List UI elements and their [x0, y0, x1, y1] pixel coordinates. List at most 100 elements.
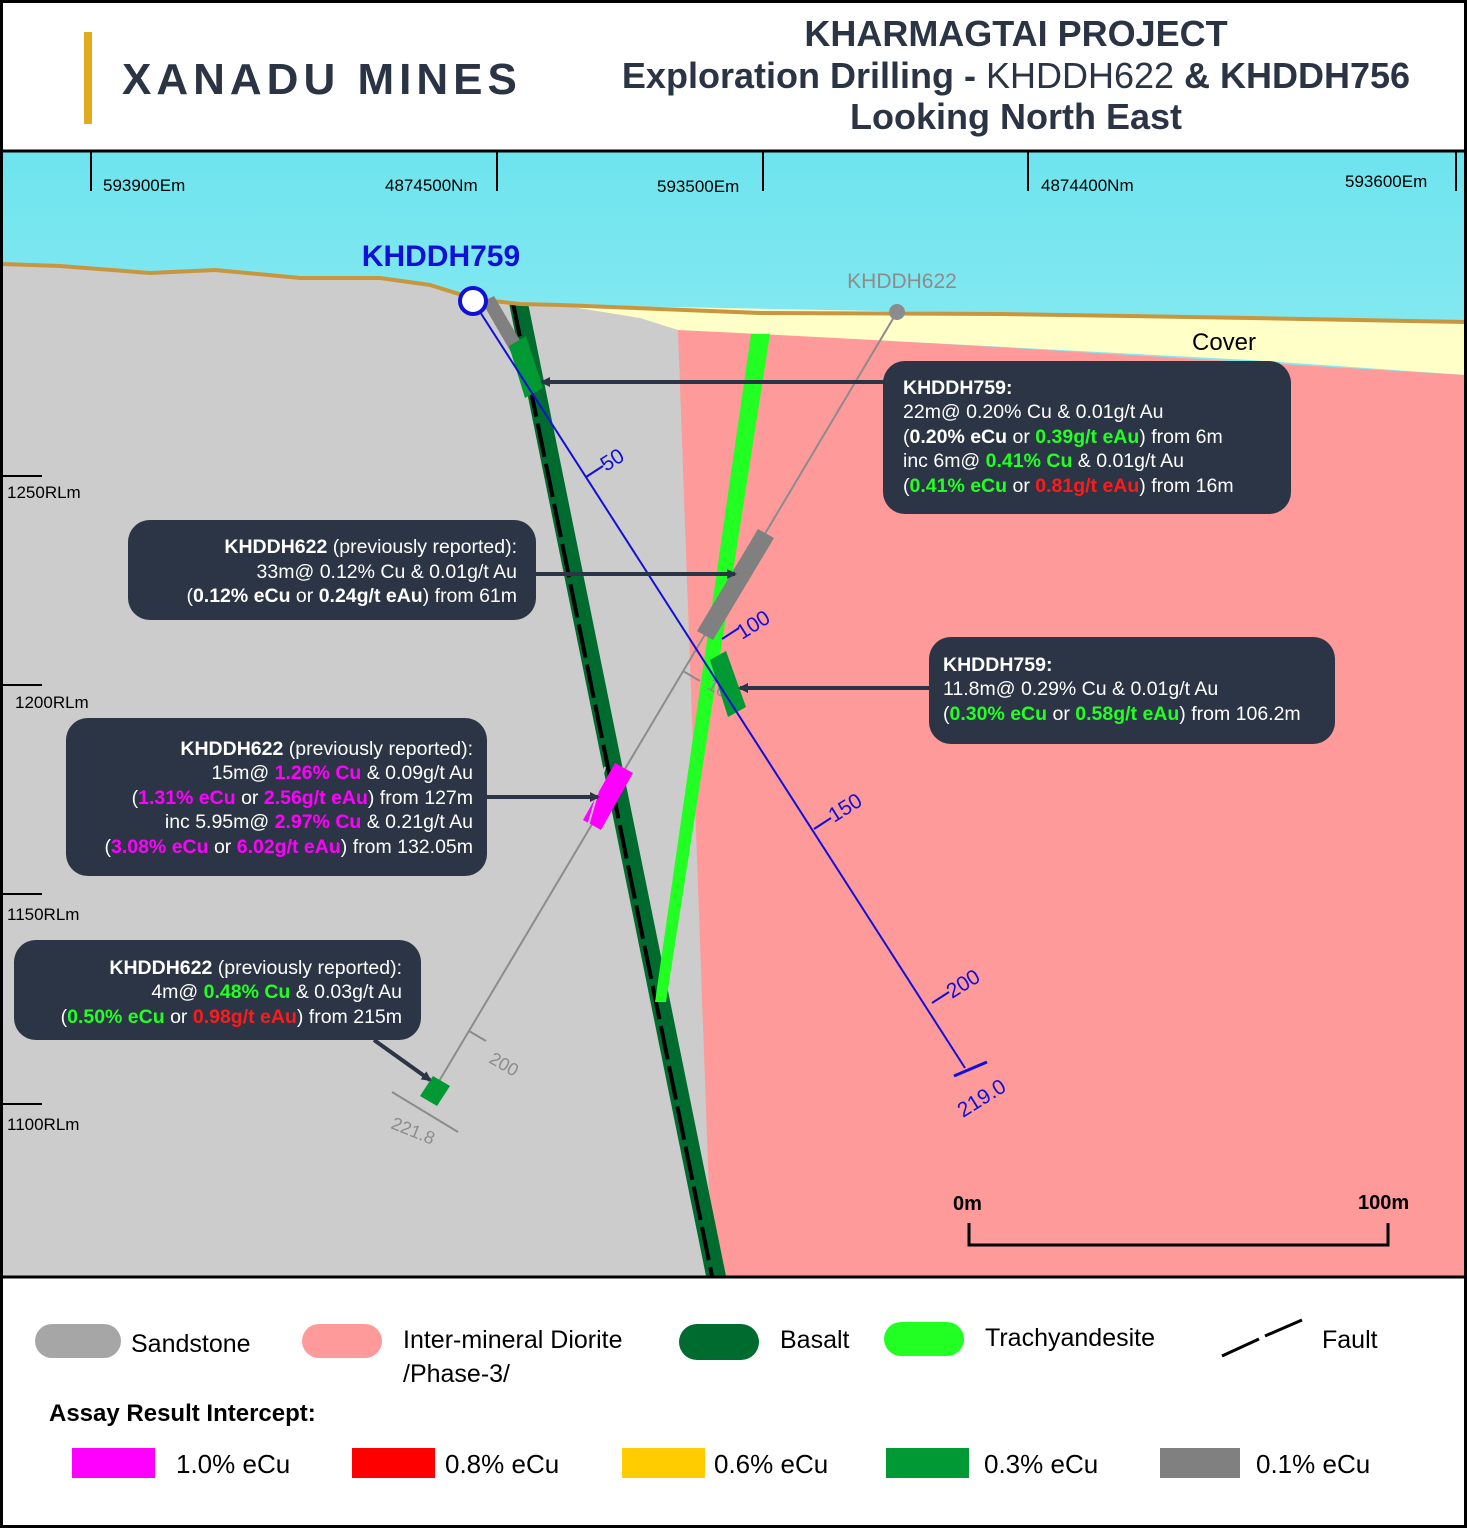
- rl-label-1100: 1100RLm: [7, 1115, 79, 1134]
- scale-bar-line: [967, 1223, 1390, 1247]
- legend-swatch-diorite: [302, 1324, 382, 1358]
- scale-bar-start: 0m: [953, 1193, 982, 1215]
- assay-label-0-1: 0.1% eCu: [1256, 1449, 1370, 1479]
- assay-swatch-0-3: [886, 1448, 969, 1478]
- trachyandesite-unit: [655, 334, 770, 1002]
- title-line-2-b: KHDDH622: [986, 55, 1174, 96]
- rl-label-1150: 1150RLm: [7, 905, 79, 924]
- cover-unit: [560, 305, 1466, 375]
- callout-759-top-line1: 22m@ 0.20% Cu & 0.01g/t Au: [903, 401, 1163, 423]
- callout-622-c-line1: 4m@ 0.48% Cu & 0.03g/t Au: [151, 981, 402, 1003]
- assay-swatch-0-8: [352, 1448, 435, 1478]
- title-line-2-c: & KHDDH756: [1174, 55, 1410, 96]
- legend-label-diorite-2: /Phase-3/: [403, 1360, 510, 1388]
- hole-622-end-tick: [391, 1091, 459, 1133]
- legend-label-trachyandesite: Trachyandesite: [985, 1324, 1155, 1352]
- callout-622-b-title: KHDDH622 (previously reported):: [180, 738, 473, 760]
- grid-labels: 593900Em 4874500Nm 593500Em 4874400Nm 59…: [7, 172, 1427, 1134]
- header-background: [0, 0, 1467, 150]
- hole-759-intercept-green-mid: [710, 651, 746, 717]
- grid-label-4874500: 4874500Nm: [385, 176, 478, 195]
- grid-label-593500: 593500Em: [657, 177, 739, 196]
- callout-759-mid-line2: (0.30% eCu or 0.58g/t eAu) from 106.2m: [943, 703, 1301, 725]
- assay-swatch-1-0: [72, 1448, 155, 1478]
- assay-swatch-0-1: [1160, 1448, 1240, 1478]
- grid-label-4874400: 4874400Nm: [1041, 176, 1134, 195]
- hole-759-end-tick: [953, 1060, 988, 1078]
- callout-622-a: KHDDH622 (previously reported): 33m@ 0.1…: [128, 520, 536, 620]
- hole-759-depth-tick-150: [813, 817, 832, 830]
- cross-section: 593900Em 4874500Nm 593500Em 4874400Nm 59…: [1, 152, 1467, 1277]
- grid-label-593600: 593600Em: [1345, 172, 1427, 191]
- cover-label: Cover: [1192, 329, 1256, 356]
- hole-759-collar: [458, 286, 488, 316]
- callout-622-c-line2: (0.50% eCu or 0.98g/t eAu) from 215m: [61, 1006, 402, 1028]
- legend-label-diorite: Inter-mineral Diorite: [403, 1326, 623, 1354]
- callout-622-b-line1: 15m@ 1.26% Cu & 0.09g/t Au: [211, 762, 473, 784]
- header: XANADU MINES KHARMAGTAI PROJECT Explorat…: [0, 0, 1467, 150]
- callout-622-b-line3: inc 5.95m@ 2.97% Cu & 0.21g/t Au: [165, 811, 473, 833]
- assay-label-0-8: 0.8% eCu: [445, 1449, 559, 1479]
- rl-label-1200: 1200RLm: [15, 693, 89, 712]
- title-line-2-a: Exploration Drilling -: [622, 55, 986, 96]
- legend: Sandstone Inter-mineral Diorite /Phase-3…: [2, 1278, 1465, 1526]
- hole-759-depth-tick-200: [931, 991, 950, 1004]
- callout-622-b-line4: (3.08% eCu or 6.02g/t eAu) from 132.05m: [104, 836, 473, 858]
- hole-622-intercept-green: [420, 1076, 450, 1106]
- hole-khddh759: KHDDH759 50 100 150 200 219.0: [362, 240, 1010, 1122]
- hole-622-depth-tick-200: [468, 1030, 487, 1042]
- callout-622-b-line2: (1.31% eCu or 2.56g/t eAu) from 127m: [132, 787, 473, 809]
- legend-swatch-sandstone: [35, 1324, 121, 1358]
- hole-759-depth-ticks: [585, 465, 988, 1078]
- rl-label-1250: 1250RLm: [7, 483, 81, 502]
- callout-622-a-line1: 33m@ 0.12% Cu & 0.01g/t Au: [257, 561, 517, 583]
- ground-surface: [1, 262, 1467, 324]
- scale-bar-end: 100m: [1358, 1192, 1409, 1214]
- callout-759-top-line3: inc 6m@ 0.41% Cu & 0.01g/t Au: [903, 450, 1184, 472]
- title-line-1: KHARMAGTAI PROJECT: [804, 13, 1227, 54]
- callout-arrows: [372, 377, 930, 1082]
- legend-label-sandstone: Sandstone: [131, 1330, 251, 1358]
- callout-622-b: KHDDH622 (previously reported): 15m@ 1.2…: [66, 718, 487, 876]
- callout-622-b-box: [66, 718, 487, 876]
- legend-label-basalt: Basalt: [780, 1326, 850, 1354]
- assay-label-0-3: 0.3% eCu: [984, 1449, 1098, 1479]
- callout-759-mid-box: [929, 637, 1335, 744]
- scale-bar: 0m 100m: [953, 1192, 1409, 1247]
- hole-622-collar: [889, 304, 905, 320]
- legend-background: [2, 1278, 1465, 1526]
- assay-label-0-6: 0.6% eCu: [714, 1449, 828, 1479]
- callout-622-c: KHDDH622 (previously reported): 4m@ 0.48…: [14, 940, 421, 1040]
- hole-622-intercept-gray: [697, 529, 774, 640]
- callout-759-top-line2: (0.20% eCu or 0.39g/t eAu) from 6m: [903, 426, 1223, 448]
- hole-622-intercept-magenta: [583, 763, 633, 830]
- callout-759-top-line4: (0.41% eCu or 0.81g/t eAu) from 16m: [903, 475, 1234, 497]
- callout-759-mid-title: KHDDH759:: [943, 654, 1052, 676]
- arrow-622-c: [372, 1038, 432, 1082]
- callout-622-c-box: [14, 940, 421, 1040]
- legend-swatch-basalt: [679, 1324, 759, 1360]
- title-line-2: Exploration Drilling - KHDDH622 & KHDDH7…: [622, 55, 1410, 96]
- legend-swatch-trachyandesite: [884, 1322, 964, 1356]
- callout-759-mid-line1: 11.8m@ 0.29% Cu & 0.01g/t Au: [943, 678, 1218, 700]
- grid-ticks: [2, 152, 1457, 1105]
- legend-swatch-fault: [1221, 1318, 1303, 1358]
- grid-label-593900: 593900Em: [103, 176, 185, 195]
- callout-759-top-box: [883, 361, 1291, 514]
- logo-bar: [84, 32, 92, 124]
- assay-legend-title: Assay Result Intercept:: [49, 1400, 316, 1427]
- logo-text: XANADU MINES: [122, 55, 522, 104]
- callout-622-a-line2: (0.12% eCu or 0.24g/t eAu) from 61m: [186, 585, 517, 607]
- assay-label-1-0: 1.0% eCu: [176, 1449, 290, 1479]
- callout-622-a-box: [128, 520, 536, 620]
- assay-swatch-0-6: [622, 1448, 705, 1478]
- hole-759-depth-tick-100: [721, 627, 740, 640]
- callout-759-mid: KHDDH759: 11.8m@ 0.29% Cu & 0.01g/t Au (…: [929, 637, 1335, 744]
- diorite-unit: [678, 330, 1466, 1276]
- hole-759-intercept-green-top: [509, 336, 543, 398]
- callout-759-top-title: KHDDH759:: [903, 377, 1012, 399]
- hole-622-depth-tick-100: [682, 670, 701, 682]
